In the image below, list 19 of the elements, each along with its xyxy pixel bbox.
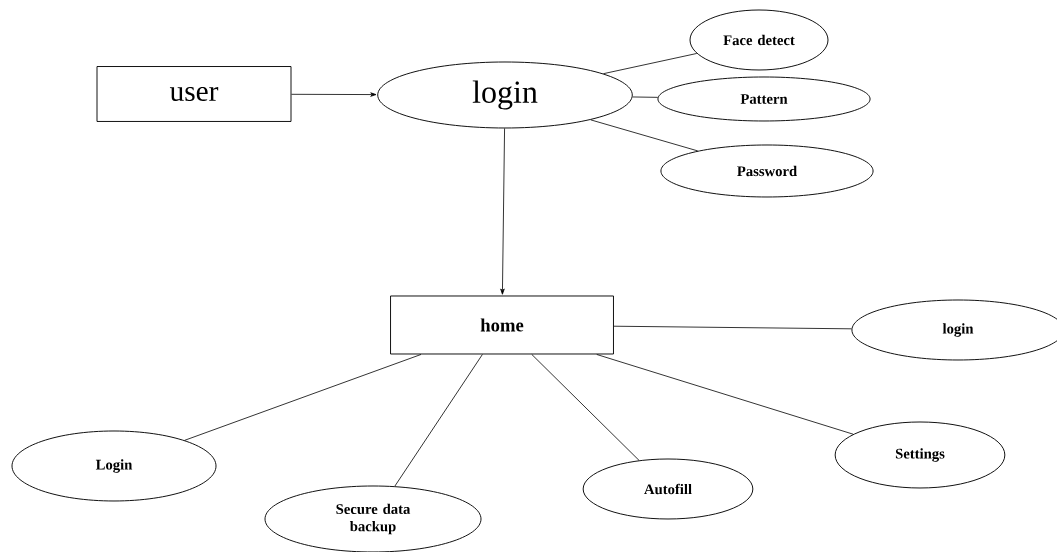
connector-line (596, 354, 854, 435)
ellipse-node: Face detect (689, 9, 829, 71)
arrow (500, 128, 505, 295)
ellipse-node: Login (11, 430, 217, 502)
arrow (291, 92, 377, 97)
connector-line (613, 325, 852, 330)
ellipse-node: Pattern (657, 76, 871, 122)
connector-line (632, 96, 659, 98)
connector-line (394, 354, 483, 487)
process-box: user (96, 66, 292, 122)
ellipse-node: login (377, 61, 633, 129)
ellipse-node: Autofill (582, 458, 754, 520)
connector-line (590, 119, 699, 152)
connector-line (531, 354, 640, 461)
ellipse-node: Password (660, 144, 874, 198)
ellipse-node: Settings (834, 421, 1006, 489)
process-box: home (390, 295, 614, 355)
connector-line (603, 53, 698, 75)
connector-line (184, 354, 422, 441)
